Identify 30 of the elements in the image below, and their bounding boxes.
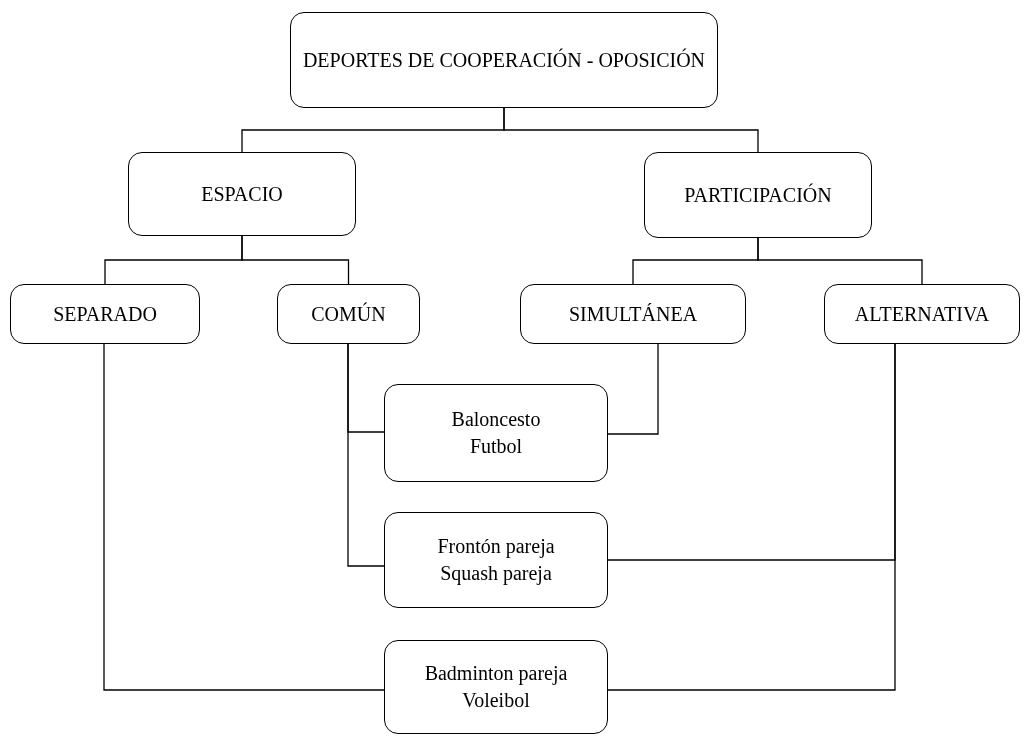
rounded-box xyxy=(384,384,608,482)
connector-line xyxy=(241,235,350,285)
connector-line xyxy=(607,343,896,691)
rounded-box xyxy=(384,640,608,734)
box-label: ESPACIO xyxy=(201,181,283,207)
connector-line xyxy=(103,343,385,691)
box-label: ALTERNATIVA xyxy=(854,301,990,327)
rounded-box xyxy=(824,284,1020,344)
box-label: PARTICIPACIÓN xyxy=(684,182,832,208)
connector-line xyxy=(607,343,659,435)
box-label: SEPARADO xyxy=(53,301,157,327)
connector-line xyxy=(503,107,759,153)
rounded-box xyxy=(384,512,608,608)
box-label: DEPORTES DE COOPERACIÓN - OPOSICIÓN xyxy=(302,47,706,73)
box-label: Baloncesto xyxy=(451,407,541,432)
box-label: Frontón pareja xyxy=(437,534,555,560)
rounded-box xyxy=(290,12,718,108)
rounded-box xyxy=(520,284,746,344)
box-label: COMÚN xyxy=(311,301,386,327)
rounded-box xyxy=(277,284,420,344)
box-label: Badminton pareja xyxy=(424,661,568,687)
connector-line xyxy=(757,237,923,285)
rounded-box xyxy=(128,152,356,236)
box-label: SIMULTÁNEA xyxy=(568,301,698,327)
box-label: Squash pareja xyxy=(440,561,552,587)
box-label: Futbol xyxy=(469,434,523,459)
rounded-box xyxy=(644,152,872,238)
rounded-box xyxy=(10,284,200,344)
box-label: Voleibol xyxy=(462,688,530,713)
connector-line xyxy=(347,343,385,567)
